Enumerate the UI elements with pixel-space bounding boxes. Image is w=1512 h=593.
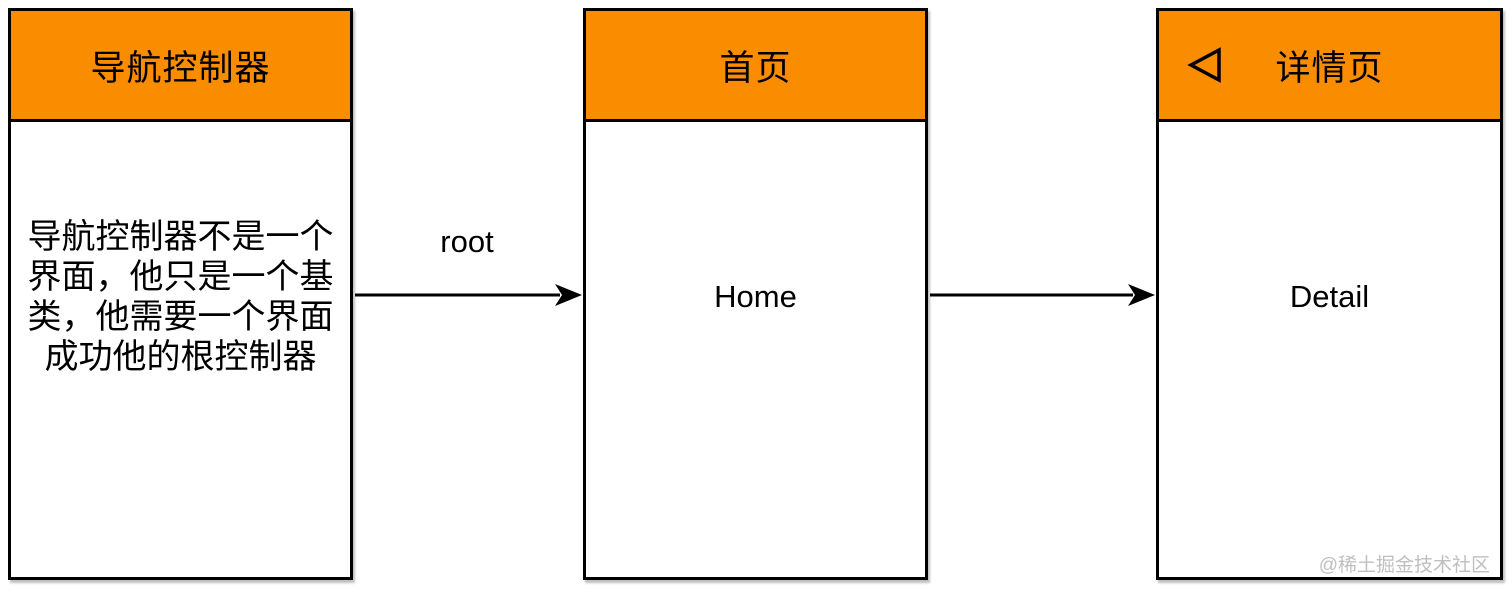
edge-arrow-push-detail xyxy=(930,284,1155,306)
node-body-text: Home xyxy=(714,279,797,314)
node-home: 首页 Home xyxy=(583,8,928,580)
node-detail-header: 详情页 xyxy=(1159,11,1500,122)
node-navigation-controller-header: 导航控制器 xyxy=(11,11,350,122)
node-navigation-controller: 导航控制器 导航控制器不是一个界面，他只是一个基类，他需要一个界面成功他的根控制… xyxy=(8,8,353,580)
back-icon xyxy=(1187,47,1221,83)
node-navigation-controller-body: 导航控制器不是一个界面，他只是一个基类，他需要一个界面成功他的根控制器 xyxy=(11,122,350,577)
node-title: 导航控制器 xyxy=(90,48,271,88)
node-detail: 详情页 Detail xyxy=(1156,8,1503,580)
node-detail-body: Detail xyxy=(1159,122,1500,577)
edge-label-root: root xyxy=(440,224,494,259)
node-body-text: Detail xyxy=(1289,279,1370,314)
edge-arrow-root xyxy=(355,284,582,306)
node-title: 详情页 xyxy=(1275,48,1384,88)
node-title: 首页 xyxy=(719,48,792,88)
node-home-body: Home xyxy=(586,122,925,577)
node-body-text: 导航控制器不是一个界面，他只是一个基类，他需要一个界面成功他的根控制器 xyxy=(27,218,334,376)
watermark: @稀土掘金技术社区 xyxy=(1318,555,1490,576)
node-home-header: 首页 xyxy=(586,11,925,122)
